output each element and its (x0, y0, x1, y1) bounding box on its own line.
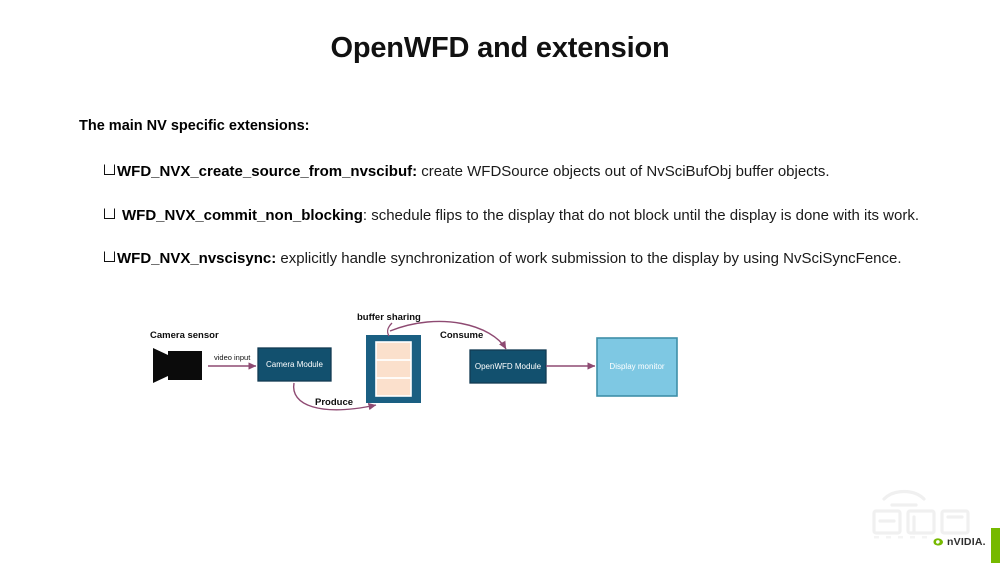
label-buffer-sharing: buffer sharing (357, 312, 421, 323)
nvidia-logo: nVIDIA. (932, 536, 986, 548)
nvidia-wordmark: nVIDIA. (947, 536, 986, 548)
arrow-buffer-sharing (386, 322, 393, 337)
node-openwfd-module (469, 349, 547, 384)
arrow-consume (389, 320, 507, 350)
label-video-input: video input (214, 353, 251, 362)
bullet-api-name-3: WFD_NVX_nvscisync: (117, 250, 277, 267)
node-label-openwfd-module: OpenWFD Module (474, 362, 542, 371)
node-shared-buffer (366, 335, 421, 403)
node-display-monitor (596, 337, 678, 397)
bullet-description-1: create WFDSource objects out of NvSciBuf… (417, 163, 830, 180)
bullet-api-name-1: WFD_NVX_create_source_from_nvscibuf: (117, 163, 418, 180)
bullet-description-3: explicitly handle synchronization of wor… (276, 250, 902, 267)
label-produce: Produce (315, 397, 354, 408)
bullet-api-name-2: WFD_NVX_commit_non_blocking (122, 207, 363, 224)
bullet-description-2: : schedule flips to the display that do … (362, 207, 920, 224)
watermark-zhidx (862, 483, 980, 541)
label-consume: Consume (440, 330, 484, 341)
nvidia-eye-icon (933, 538, 943, 546)
checkbox-bullet-icon (104, 208, 115, 219)
architecture-diagram: Camera sensor video input buffer sharing… (140, 305, 720, 425)
bullet-item-1: WFD_NVX_create_source_from_nvscibuf: cre… (104, 163, 830, 180)
bullet-item-3: WFD_NVX_nvscisync: explicitly handle syn… (104, 250, 902, 267)
brand-accent-bar (991, 528, 1000, 563)
bullet-item-2: WFD_NVX_commit_non_blocking: schedule fl… (104, 207, 919, 224)
checkbox-bullet-icon (104, 251, 115, 262)
page-title: OpenWFD and extension (330, 32, 670, 64)
node-label-camera-module: Camera Module (266, 360, 323, 369)
camera-sensor-icon (153, 348, 202, 383)
label-camera-sensor: Camera sensor (150, 330, 219, 341)
arrow-produce (293, 382, 377, 411)
lead-text: The main NV specific extensions: (79, 118, 310, 134)
checkbox-bullet-icon (104, 164, 115, 175)
node-label-display-monitor: Display monitor (609, 362, 665, 371)
node-camera-module (257, 347, 332, 382)
